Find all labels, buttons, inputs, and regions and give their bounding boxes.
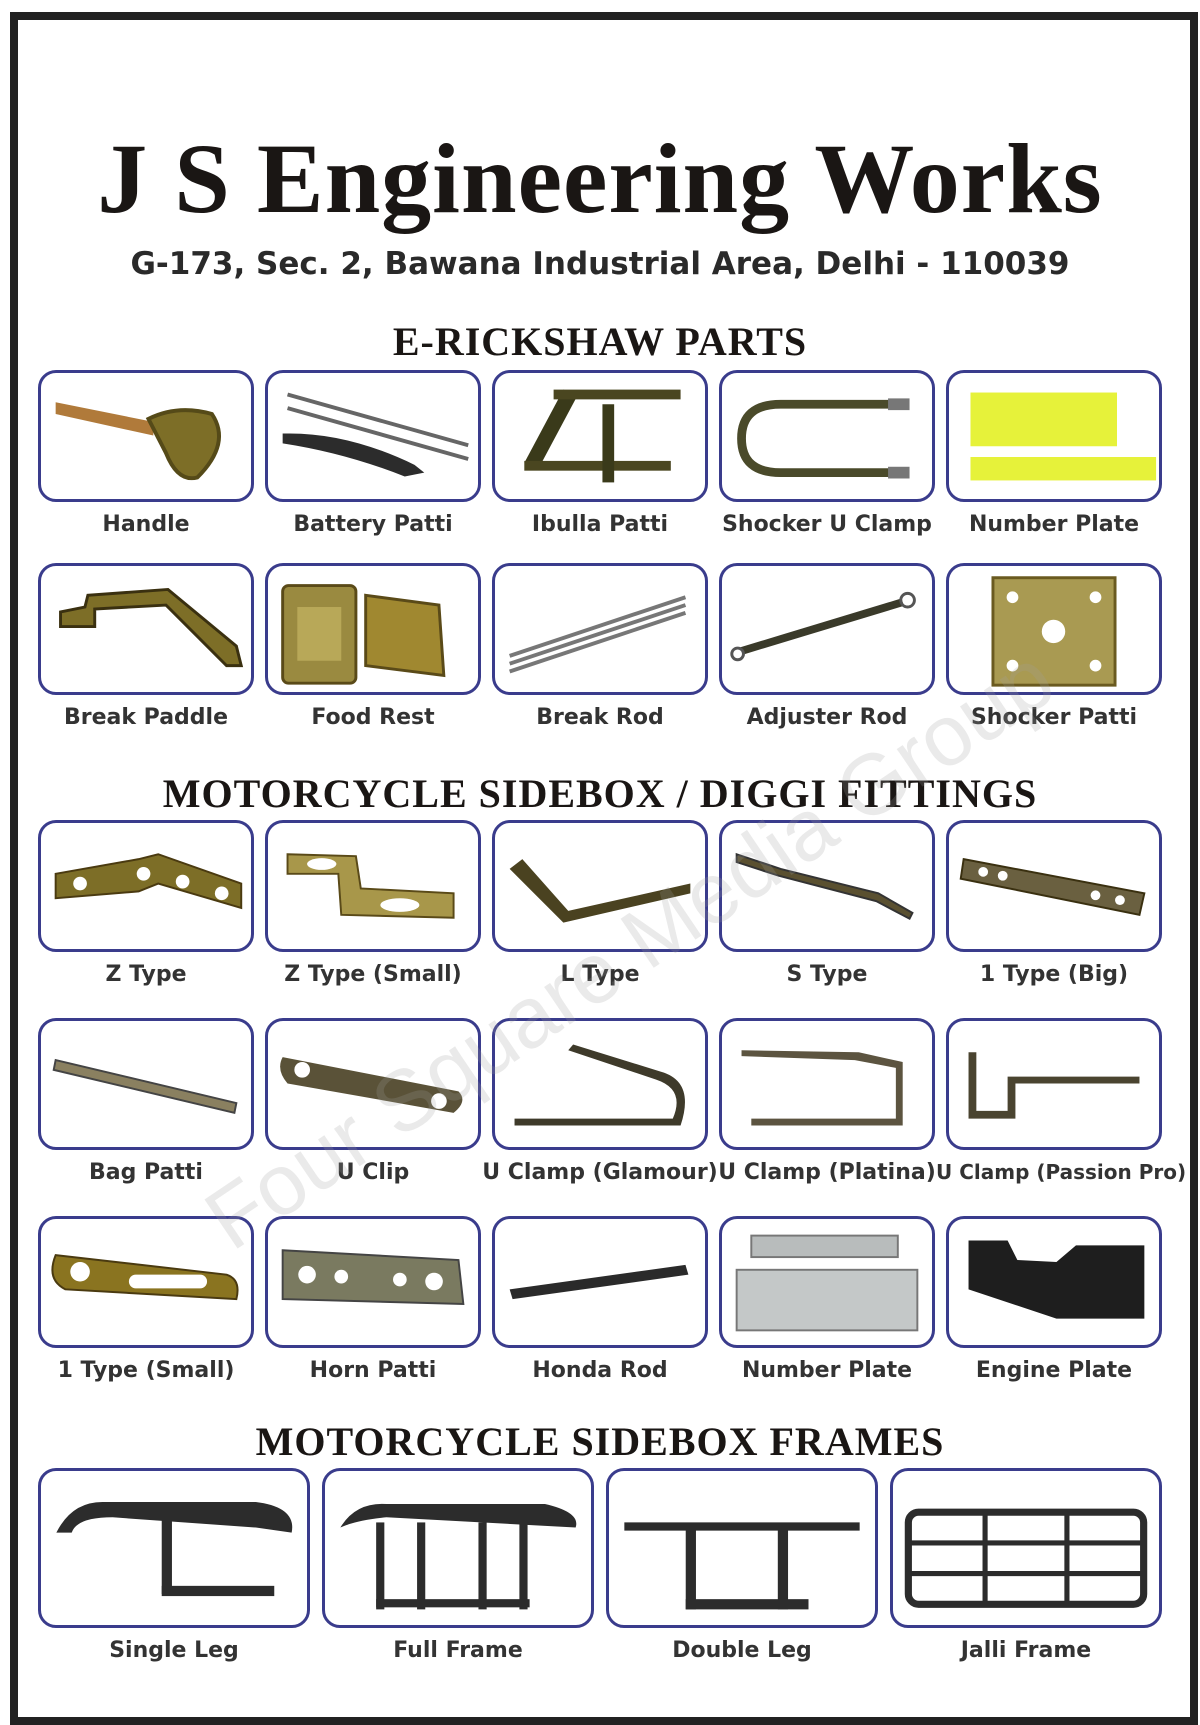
product-label: U Clamp (Glamour) xyxy=(482,1160,718,1185)
product-label: Single Leg xyxy=(109,1638,239,1663)
l-type-icon xyxy=(509,859,691,923)
product-tile xyxy=(265,1018,481,1150)
product-tile xyxy=(719,1216,935,1348)
company-name: J S Engineering Works xyxy=(97,123,1103,234)
product-tile xyxy=(946,1216,1162,1348)
engine-plate-icon xyxy=(968,1240,1145,1319)
product-label: 1 Type (Big) xyxy=(979,962,1129,987)
break-rod-icon xyxy=(509,595,687,674)
product-tile xyxy=(946,563,1162,695)
product-label: Shocker Patti xyxy=(970,705,1138,730)
product-label: Honda Rod xyxy=(532,1358,668,1383)
u-clamp-passion-pro-icon xyxy=(968,1052,1140,1119)
product-tile xyxy=(38,1468,310,1628)
product-tile xyxy=(492,370,708,502)
single-leg-frame-icon xyxy=(56,1501,293,1597)
handle-icon xyxy=(55,402,221,481)
product-label: 1 Type (Small) xyxy=(57,1358,235,1383)
u-clamp-platina-icon xyxy=(741,1050,903,1126)
product-tile xyxy=(719,370,935,502)
jalli-frame-icon xyxy=(904,1508,1148,1608)
number-plate-grey-icon xyxy=(735,1234,919,1332)
double-leg-frame-icon xyxy=(624,1522,860,1610)
product-label: Ibulla Patti xyxy=(531,512,669,537)
product-label: Battery Patti xyxy=(293,512,453,537)
product-tile xyxy=(38,1018,254,1150)
bag-patti-icon xyxy=(52,1058,238,1114)
section-title: MOTORCYCLE SIDEBOX / DIGGI FITTINGS xyxy=(162,771,1038,816)
u-clamp-glamour-icon xyxy=(514,1044,685,1126)
product-label: Horn Patti xyxy=(309,1358,437,1383)
food-rest-icon xyxy=(281,584,446,685)
full-frame-icon xyxy=(340,1503,577,1610)
shocker-u-clamp-icon xyxy=(737,398,910,479)
product-label: Adjuster Rod xyxy=(746,705,908,730)
product-tile xyxy=(719,1018,935,1150)
horn-patti-icon xyxy=(281,1249,465,1305)
product-tile xyxy=(492,1216,708,1348)
product-tile xyxy=(265,370,481,502)
u-clip-icon xyxy=(280,1057,463,1113)
product-tile xyxy=(946,820,1162,952)
product-tile xyxy=(265,820,481,952)
product-tile xyxy=(265,1216,481,1348)
product-label: Handle xyxy=(102,512,190,537)
company-address: G-173, Sec. 2, Bawana Industrial Area, D… xyxy=(130,246,1070,282)
honda-rod-icon xyxy=(509,1264,689,1300)
poster-border xyxy=(10,12,1198,1725)
product-tile xyxy=(890,1468,1162,1628)
product-label: Break Rod xyxy=(536,705,664,730)
product-label: U Clamp (Platina) xyxy=(718,1160,936,1185)
product-tile xyxy=(946,370,1162,502)
product-label: Engine Plate xyxy=(975,1358,1133,1383)
product-tile xyxy=(38,563,254,695)
product-label: U Clamp (Passion Pro) xyxy=(936,1160,1187,1184)
product-label: Break Paddle xyxy=(63,705,228,730)
product-tile xyxy=(38,820,254,952)
z-type-small-icon xyxy=(286,853,455,919)
product-tile xyxy=(322,1468,594,1628)
product-tile xyxy=(38,370,254,502)
product-label: U Clip xyxy=(336,1160,410,1185)
product-tile xyxy=(492,1018,708,1150)
product-label: Z Type xyxy=(105,962,187,987)
1-type-small-icon xyxy=(51,1254,239,1301)
product-tile xyxy=(38,1216,254,1348)
product-label: S Type xyxy=(786,962,868,987)
product-label: Z Type (Small) xyxy=(284,962,462,987)
product-label: L Type xyxy=(560,962,640,987)
section-title: MOTORCYCLE SIDEBOX FRAMES xyxy=(255,1419,945,1464)
product-tile xyxy=(946,1018,1162,1150)
product-label: Number Plate xyxy=(968,512,1140,537)
product-tile xyxy=(606,1468,878,1628)
product-label: Double Leg xyxy=(672,1638,812,1663)
z-type-icon xyxy=(54,853,243,910)
section-title: E-RICKSHAW PARTS xyxy=(392,319,808,364)
adjuster-rod-icon xyxy=(730,591,916,662)
product-tile xyxy=(265,563,481,695)
product-label: Food Rest xyxy=(311,705,435,730)
product-tile xyxy=(719,820,935,952)
product-tile xyxy=(492,820,708,952)
product-label: Number Plate xyxy=(741,1358,913,1383)
break-paddle-icon xyxy=(59,587,244,668)
product-label: Bag Patti xyxy=(89,1160,203,1185)
product-label: Jalli Frame xyxy=(960,1638,1092,1663)
product-label: Full Frame xyxy=(393,1638,523,1663)
product-tile xyxy=(492,563,708,695)
ibulla-patti-icon xyxy=(524,389,681,483)
s-type-icon xyxy=(735,852,914,921)
shocker-patti-icon xyxy=(991,576,1117,687)
product-tile xyxy=(719,563,935,695)
product-label: Shocker U Clamp xyxy=(722,512,932,537)
1-type-big-icon xyxy=(959,857,1146,916)
battery-patti-icon xyxy=(282,392,469,477)
number-plate-icon xyxy=(970,392,1157,481)
